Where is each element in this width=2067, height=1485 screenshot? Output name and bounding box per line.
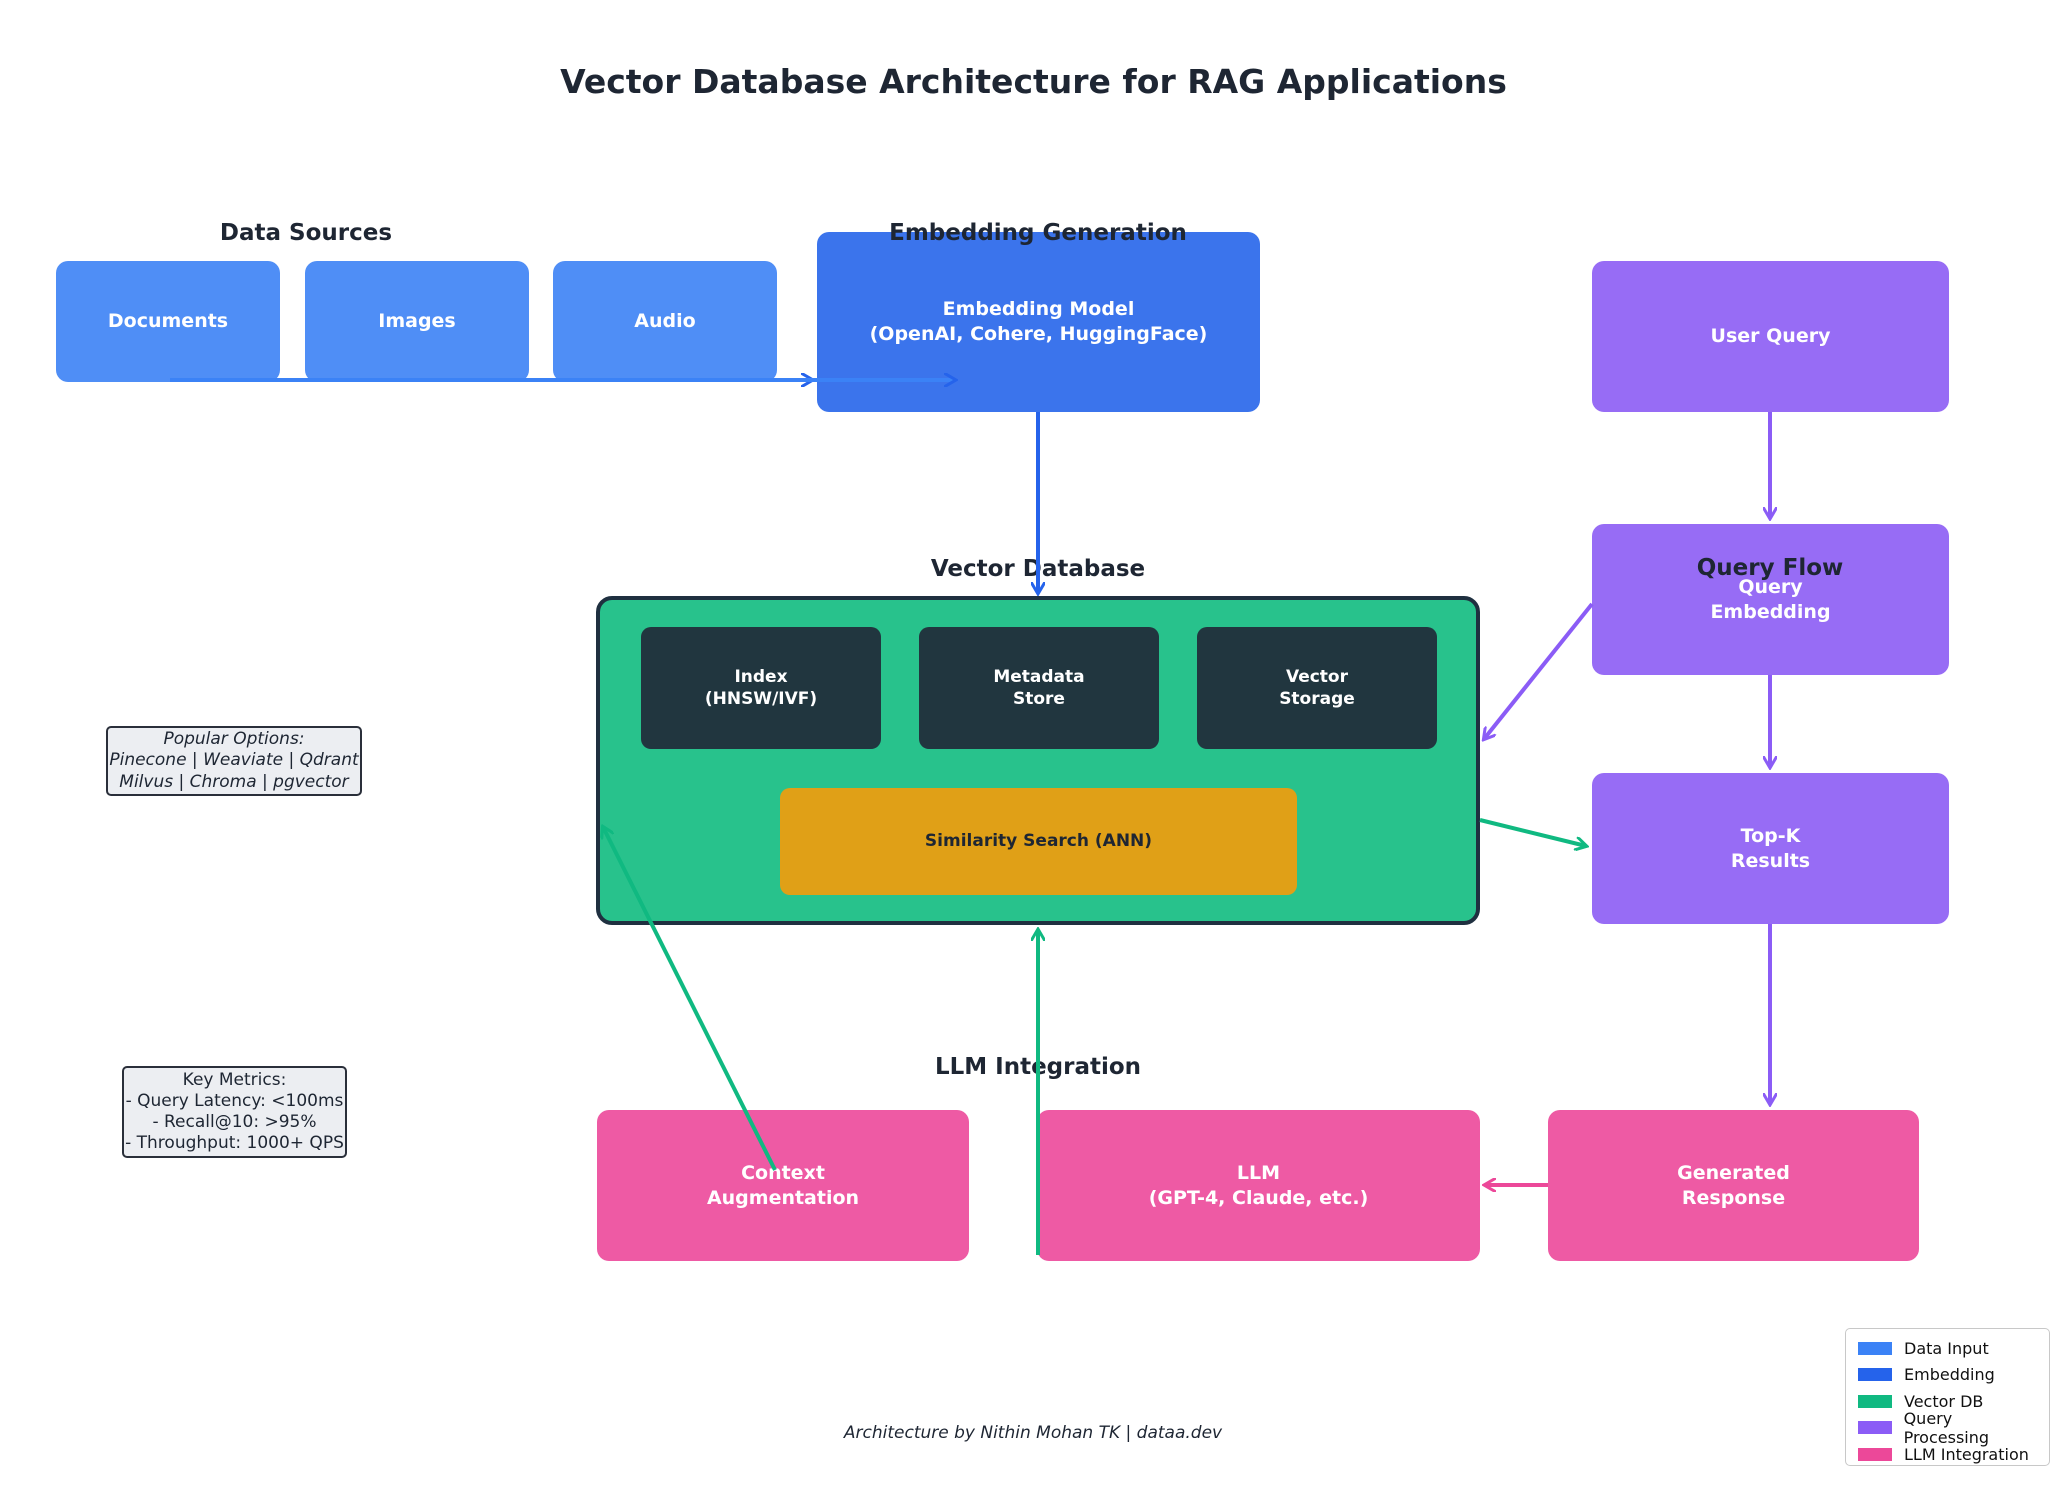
key-metrics-note: Key Metrics: - Query Latency: <100ms - R… (122, 1066, 347, 1158)
legend-label: Vector DB (1904, 1391, 1984, 1411)
node-index[interactable]: Index (HNSW/IVF) (641, 627, 881, 749)
node-documents[interactable]: Documents (56, 261, 280, 382)
legend-item-llm-integration: LLM Integration (1854, 1441, 2041, 1468)
legend-item-data-input: Data Input (1854, 1335, 2041, 1362)
section-data-sources: Data Sources (219, 220, 393, 246)
arrow-vectordb-topk (1479, 818, 1586, 846)
node-top-k-results[interactable]: Top-K Results (1592, 773, 1949, 924)
legend-label: LLM Integration (1904, 1444, 2029, 1464)
legend-swatch (1858, 1368, 1892, 1382)
legend-swatch (1858, 1447, 1892, 1461)
node-generated-response[interactable]: Generated Response (1548, 1110, 1919, 1261)
popular-options-note: Popular Options: Pinecone | Weaviate | Q… (106, 726, 362, 796)
node-query-embedding[interactable]: Query Embedding (1592, 524, 1949, 675)
legend-swatch (1858, 1421, 1892, 1435)
node-llm[interactable]: LLM (GPT-4, Claude, etc.) (1037, 1110, 1480, 1261)
arrow-queryembedding-vectordb (1484, 602, 1594, 739)
node-images[interactable]: Images (305, 261, 529, 382)
legend-item-query-processing: Query Processing (1854, 1409, 2041, 1447)
node-user-query[interactable]: User Query (1592, 261, 1949, 412)
node-similarity-search[interactable]: Similarity Search (ANN) (780, 788, 1297, 895)
section-embedding-generation: Embedding Generation (889, 220, 1187, 246)
section-query-flow: Query Flow (1696, 555, 1844, 581)
legend-swatch (1858, 1394, 1892, 1408)
legend-item-vector-db: Vector DB (1854, 1388, 2041, 1415)
arrow-context-vectordb (603, 827, 777, 1171)
node-embedding-model[interactable]: Embedding Model (OpenAI, Cohere, Hugging… (817, 232, 1260, 412)
legend-label: Query Processing (1903, 1408, 1990, 1447)
legend-swatch (1858, 1341, 1892, 1355)
node-metadata-store[interactable]: Metadata Store (919, 627, 1159, 749)
node-audio[interactable]: Audio (553, 261, 777, 382)
legend-item-embedding: Embedding (1854, 1362, 2041, 1389)
node-context-augmentation[interactable]: Context Augmentation (597, 1110, 969, 1261)
legend-label: Data Input (1904, 1338, 1989, 1358)
node-vector-storage[interactable]: Vector Storage (1197, 627, 1437, 749)
page-title: Vector Database Architecture for RAG App… (560, 62, 1507, 101)
legend: Data Input Embedding Vector DB Query Pro… (1845, 1328, 2050, 1466)
footer-credit: Architecture by Nithin Mohan TK | dataa.… (843, 1423, 1223, 1443)
legend-label: Embedding (1904, 1365, 1995, 1385)
